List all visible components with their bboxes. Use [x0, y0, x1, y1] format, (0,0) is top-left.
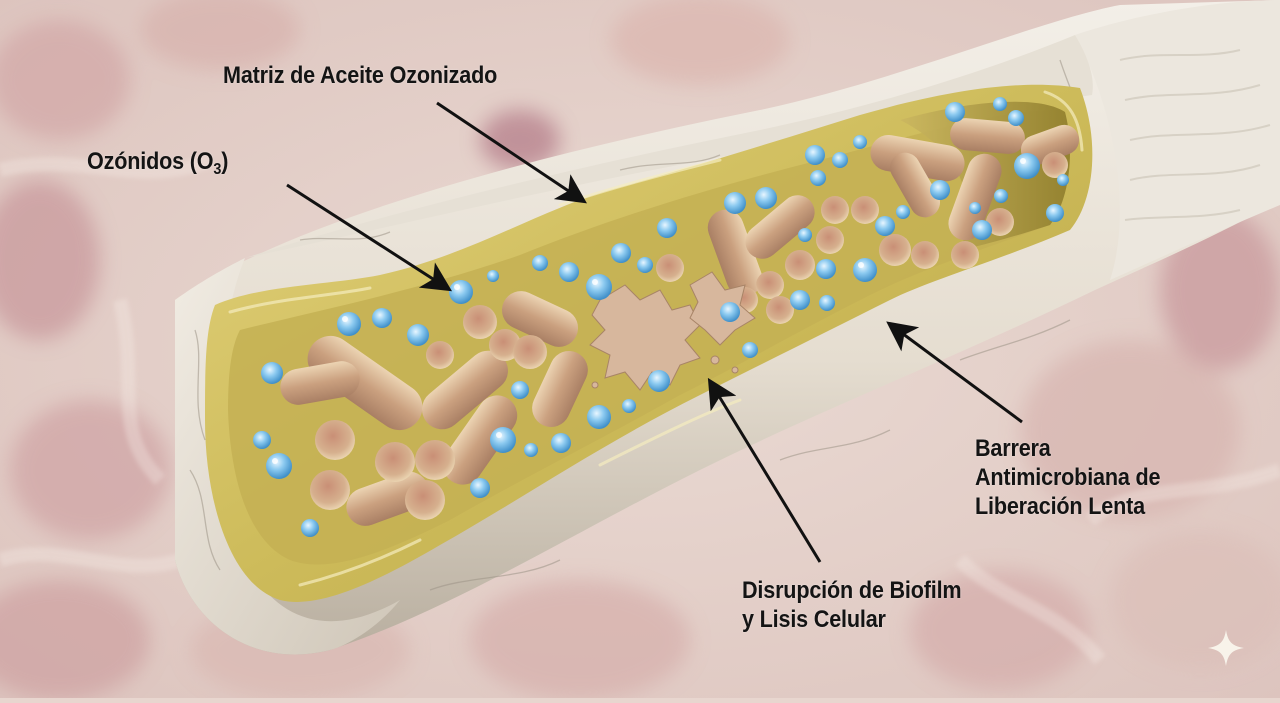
matrix-arrow: [436, 101, 587, 204]
label-ozonides-text: Ozónidos (O: [87, 148, 214, 175]
label-barrier-line1: Barrera: [975, 435, 1051, 462]
label-barrier: Barrera Antimicrobiana de Liberación Len…: [975, 434, 1161, 521]
ozonides-arrow: [286, 183, 453, 292]
label-barrier-line2: Antimicrobiana de: [975, 464, 1161, 491]
label-barrier-line3: Liberación Lenta: [975, 493, 1145, 520]
label-ozonides-subscript: 3: [213, 161, 222, 178]
tube-outer-surface: [1075, 0, 1280, 280]
label-matrix: Matriz de Aceite Ozonizado: [223, 61, 497, 90]
cocci: [310, 152, 1068, 520]
label-biofilm-line2: y Lisis Celular: [742, 606, 886, 633]
label-biofilm-line1: Disrupción de Biofilm: [742, 577, 962, 604]
barrier-arrow: [886, 321, 1023, 424]
label-biofilm: Disrupción de Biofilm y Lisis Celular: [742, 576, 962, 634]
ozonide-bubbles: [253, 97, 1069, 537]
biofilm-arrow: [707, 377, 822, 563]
bacteria-cluster: [280, 118, 1080, 526]
label-matrix-text: Matriz de Aceite Ozonizado: [223, 62, 498, 89]
tube-cut-edge: [175, 258, 400, 655]
tube-top-cut: [245, 35, 1093, 258]
bacillus-rods: [280, 118, 1080, 526]
lysed-cell-debris: [589, 271, 756, 391]
label-ozonides-close: ): [221, 148, 229, 175]
callout-arrows: [286, 101, 1023, 563]
label-ozonides: Ozónidos (O3): [87, 147, 228, 184]
sparkle-icon: [1208, 630, 1244, 666]
